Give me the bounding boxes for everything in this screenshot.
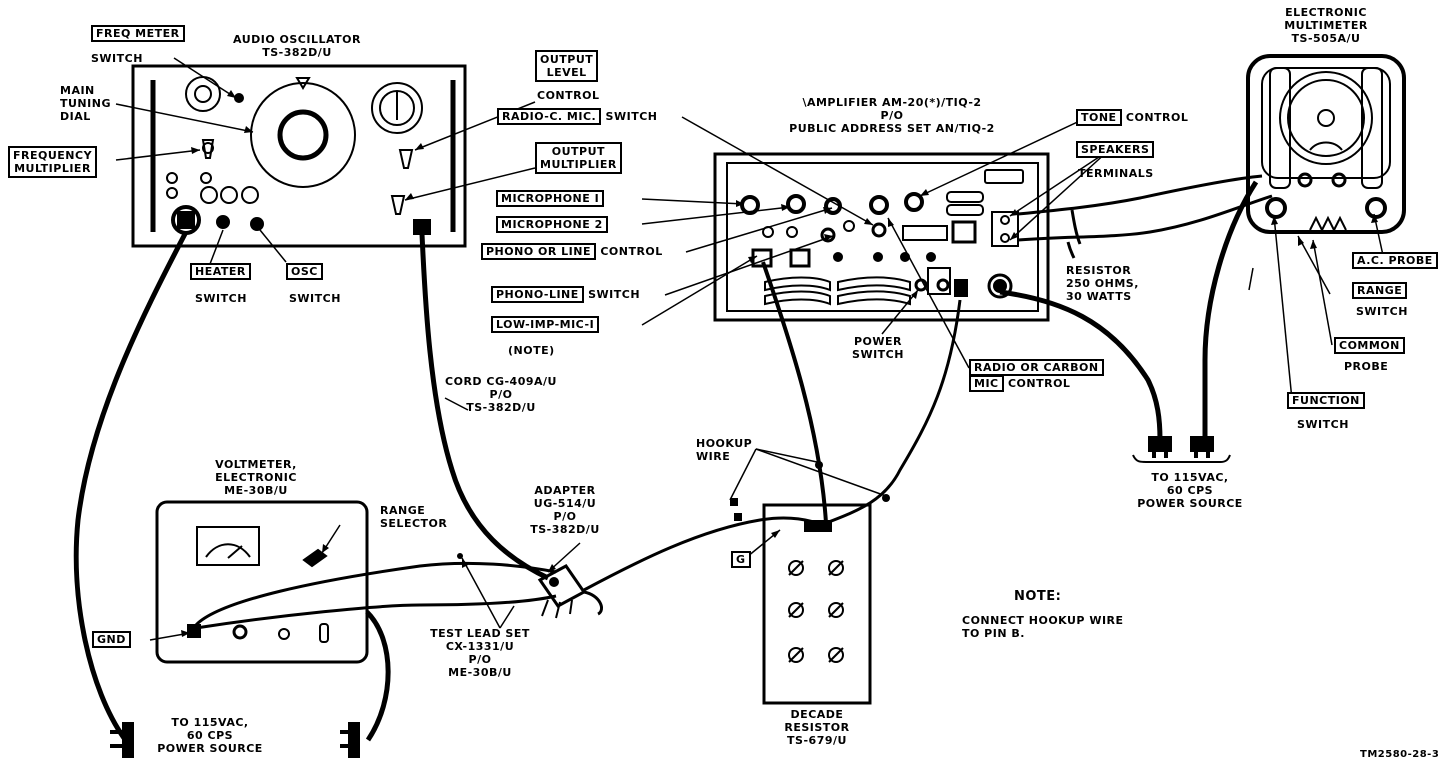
adapter-body xyxy=(537,564,587,619)
phono-or-line-label: PHONO OR LINE CONTROL xyxy=(481,243,663,260)
ac-probe-label: A.C. PROBE xyxy=(1352,252,1438,269)
note-reference-label: (NOTE) xyxy=(508,344,555,357)
osc-switch-label: SWITCH xyxy=(289,292,341,305)
common-label: COMMON xyxy=(1334,337,1405,354)
phono-line-label: PHONO-LINE SWITCH xyxy=(491,286,640,303)
radio-c-mic-label: RADIO-C. MIC. SWITCH xyxy=(497,108,657,125)
freq-meter-switch-label: SWITCH xyxy=(91,52,143,65)
low-imp-mic-label: LOW-IMP-MIC-I xyxy=(491,316,600,333)
radio-or-carbon-label: RADIO OR CARBON MIC CONTROL xyxy=(969,359,1104,392)
output-level-control-label: CONTROL xyxy=(537,89,600,102)
plugs xyxy=(110,436,1214,758)
heater-switch-label: SWITCH xyxy=(195,292,247,305)
multimeter-body xyxy=(1246,54,1406,234)
g-pin-label: G xyxy=(731,551,751,568)
audio-oscillator-panel xyxy=(131,64,467,248)
tone-label: TONE CONTROL xyxy=(1076,109,1188,126)
leader-lines xyxy=(115,57,1385,641)
function-label: FUNCTION xyxy=(1287,392,1365,409)
range-switch-label: SWITCH xyxy=(1356,305,1408,318)
terminals-label: TERMINALS xyxy=(1078,167,1154,180)
microphone-1-label: MICROPHONE I xyxy=(496,190,605,207)
voltmeter-body xyxy=(155,500,369,664)
figure-id: TM2580-28-3 xyxy=(1360,749,1440,760)
function-switch-label: SWITCH xyxy=(1297,418,1349,431)
osc-label: OSC xyxy=(286,263,323,280)
range-label: RANGE xyxy=(1352,282,1408,299)
microphone-2-label: MICROPHONE 2 xyxy=(496,216,608,233)
decade-resistor-body xyxy=(762,503,872,705)
wires xyxy=(194,174,1273,630)
cables xyxy=(73,180,1259,742)
heater-label: HEATER xyxy=(190,263,251,280)
note-title: NOTE: xyxy=(1014,589,1062,604)
gnd-label: GND xyxy=(92,631,131,648)
amplifier-panel xyxy=(713,152,1050,322)
freq-meter-label: FREQ METER xyxy=(91,25,185,42)
arrowheads xyxy=(181,90,1378,637)
speakers-label: SPEAKERS xyxy=(1076,141,1155,158)
common-probe-label: PROBE xyxy=(1344,360,1389,373)
